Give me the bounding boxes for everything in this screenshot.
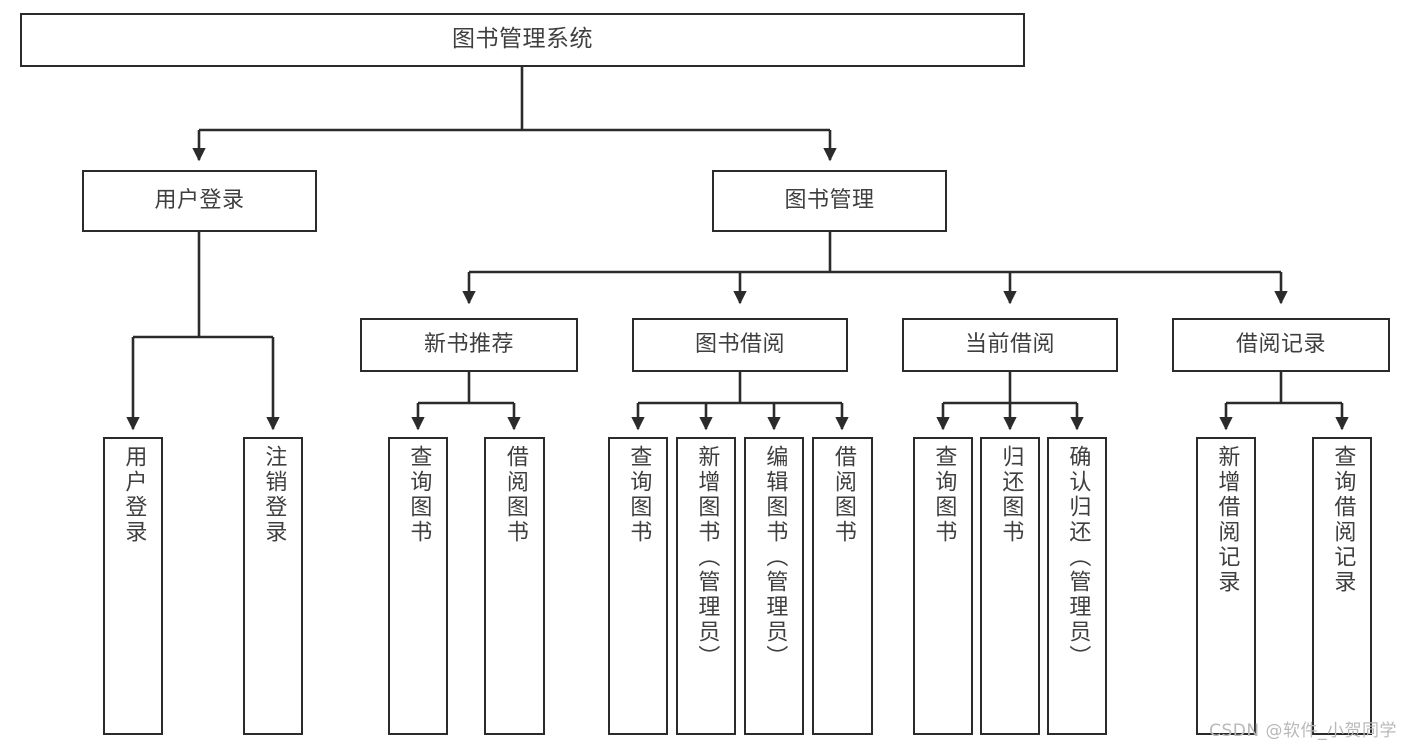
node-label: 归还图书	[998, 445, 1024, 545]
leaf-search-book-recommend[interactable]: 查询图书	[388, 437, 448, 735]
watermark-text: CSDN @软件_小贺同学	[1209, 721, 1397, 741]
leaf-logout[interactable]: 注销登录	[243, 437, 303, 735]
leaf-add-borrow-record[interactable]: 新增借阅记录	[1196, 437, 1256, 735]
leaf-add-book-admin[interactable]: 新增图书（管理员）	[676, 437, 736, 735]
node-user-login[interactable]: 用户登录	[82, 170, 317, 232]
node-book-management[interactable]: 图书管理	[712, 170, 947, 232]
node-label: 编辑图书（管理员）	[762, 445, 788, 670]
node-borrow-records[interactable]: 借阅记录	[1172, 318, 1390, 372]
node-label: 新增借阅记录	[1214, 445, 1240, 595]
leaf-borrow-book[interactable]: 借阅图书	[812, 437, 873, 735]
node-label: 借阅记录	[1235, 331, 1326, 357]
leaf-confirm-return-admin[interactable]: 确认归还（管理员）	[1047, 437, 1107, 735]
node-label: 图书管理系统	[452, 26, 593, 53]
node-label: 注销登录	[261, 445, 287, 545]
leaf-return-book[interactable]: 归还图书	[980, 437, 1040, 735]
node-label: 图书借阅	[694, 331, 785, 357]
node-label: 用户登录	[121, 445, 147, 545]
node-current-borrow[interactable]: 当前借阅	[902, 318, 1118, 372]
node-label: 图书管理	[784, 187, 875, 213]
node-label: 借阅图书	[830, 445, 856, 545]
leaf-search-borrow-record[interactable]: 查询借阅记录	[1312, 437, 1372, 735]
leaf-borrow-book-recommend[interactable]: 借阅图书	[484, 437, 545, 735]
node-label: 当前借阅	[964, 331, 1055, 357]
node-label: 查询图书	[626, 445, 652, 545]
node-book-borrow[interactable]: 图书借阅	[632, 318, 848, 372]
leaf-search-book-borrow[interactable]: 查询图书	[608, 437, 668, 735]
leaf-edit-book-admin[interactable]: 编辑图书（管理员）	[744, 437, 804, 735]
node-new-book-recommend[interactable]: 新书推荐	[360, 318, 578, 372]
leaf-search-book-current[interactable]: 查询图书	[913, 437, 973, 735]
node-label: 借阅图书	[502, 445, 528, 545]
node-label: 新增图书（管理员）	[694, 445, 720, 670]
node-label: 查询借阅记录	[1330, 445, 1356, 595]
node-label: 新书推荐	[423, 331, 514, 357]
node-label: 查询图书	[931, 445, 957, 545]
leaf-user-login[interactable]: 用户登录	[103, 437, 163, 735]
node-system-root[interactable]: 图书管理系统	[20, 13, 1025, 67]
node-label: 用户登录	[154, 187, 245, 213]
node-label: 查询图书	[406, 445, 432, 545]
node-label: 确认归还（管理员）	[1065, 445, 1091, 670]
